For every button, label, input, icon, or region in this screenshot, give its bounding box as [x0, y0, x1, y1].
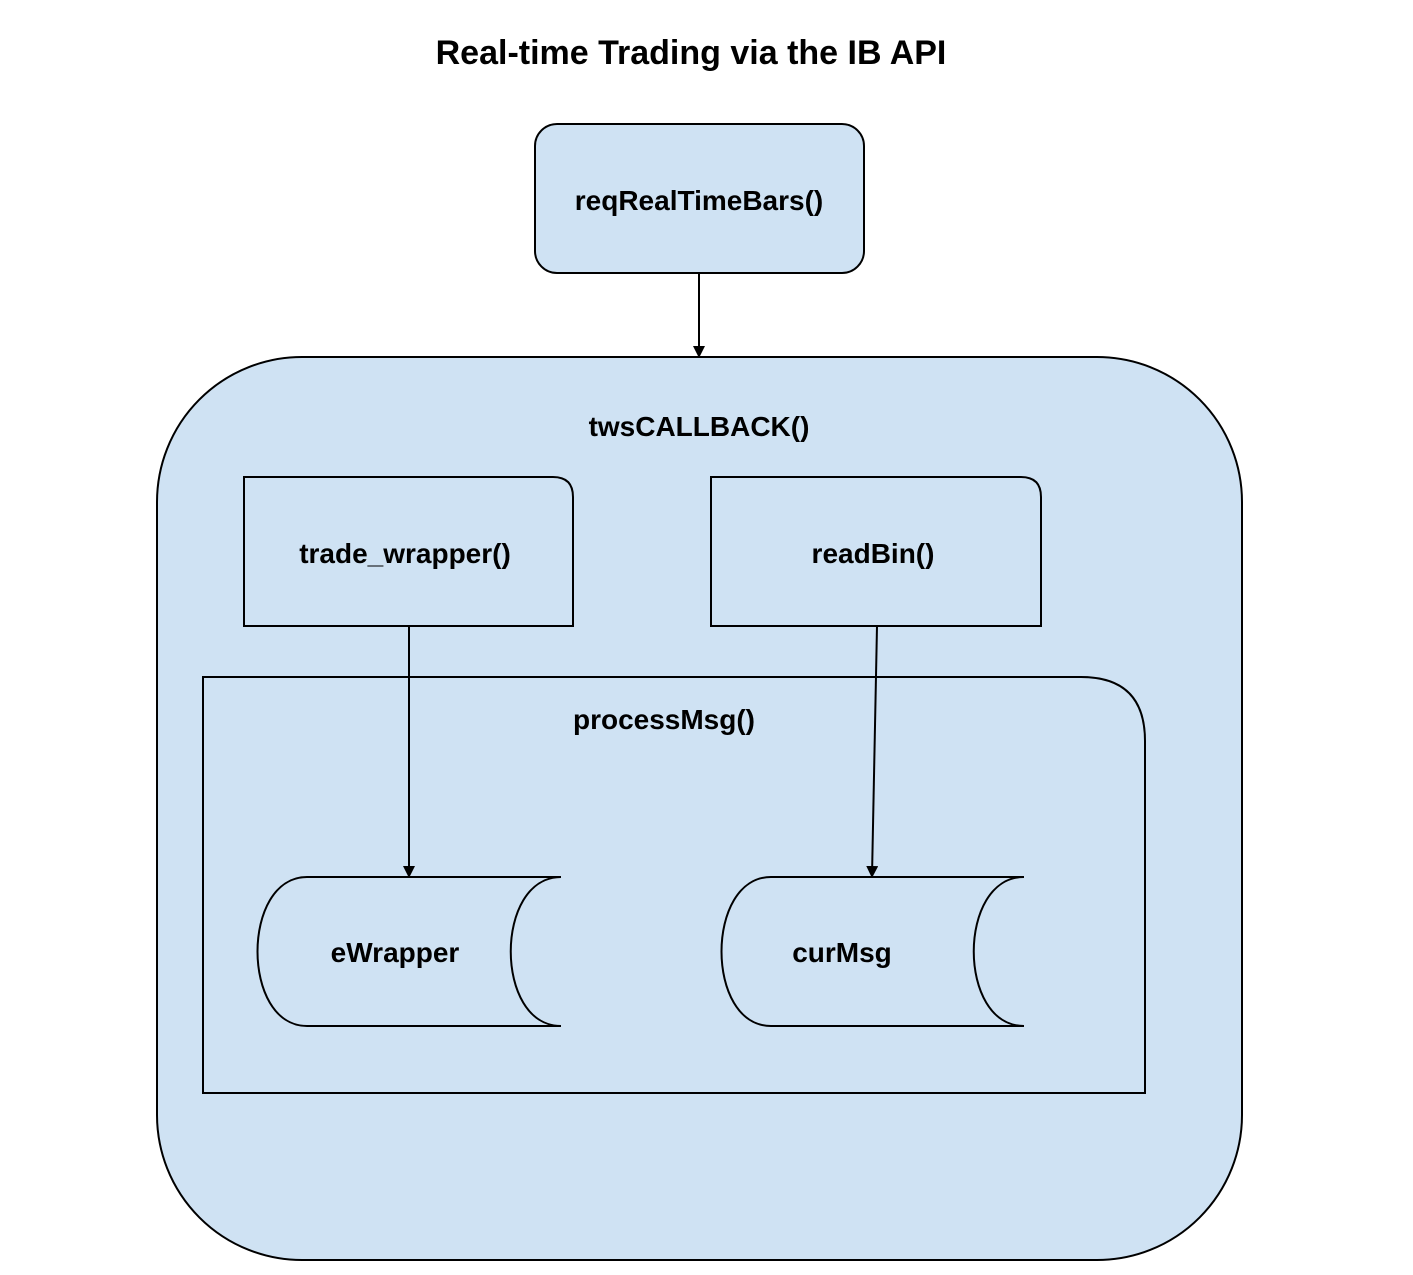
node-e-wrapper-label: eWrapper	[331, 937, 460, 968]
node-process-msg-label: processMsg()	[573, 704, 755, 735]
node-req-real-time-bars-label: reqRealTimeBars()	[575, 185, 823, 216]
diagram-title: Real-time Trading via the IB API	[436, 34, 947, 72]
node-read-bin-label: readBin()	[812, 538, 935, 569]
edge-read-bin-to-curmsg	[866, 625, 879, 878]
node-cur-msg-label: curMsg	[792, 937, 892, 968]
node-read-bin	[710, 476, 1042, 627]
node-trade-wrapper	[243, 476, 574, 627]
node-e-wrapper	[256, 876, 562, 1027]
node-tws-callback-label: twsCALLBACK()	[589, 411, 810, 442]
node-cur-msg	[720, 876, 1025, 1027]
node-trade-wrapper-label: trade_wrapper()	[299, 538, 511, 569]
